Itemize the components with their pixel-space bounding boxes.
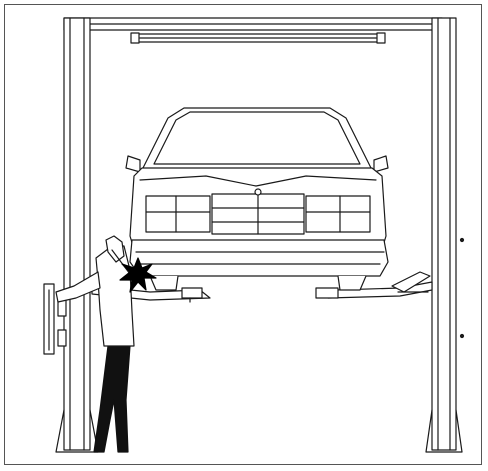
right-column (425, 17, 465, 453)
car-front-view (125, 107, 389, 291)
top-beam (63, 17, 443, 44)
illustration-frame (4, 4, 482, 465)
left-column (43, 17, 99, 453)
person-figure (55, 235, 135, 453)
impact-star-icon (119, 257, 157, 293)
